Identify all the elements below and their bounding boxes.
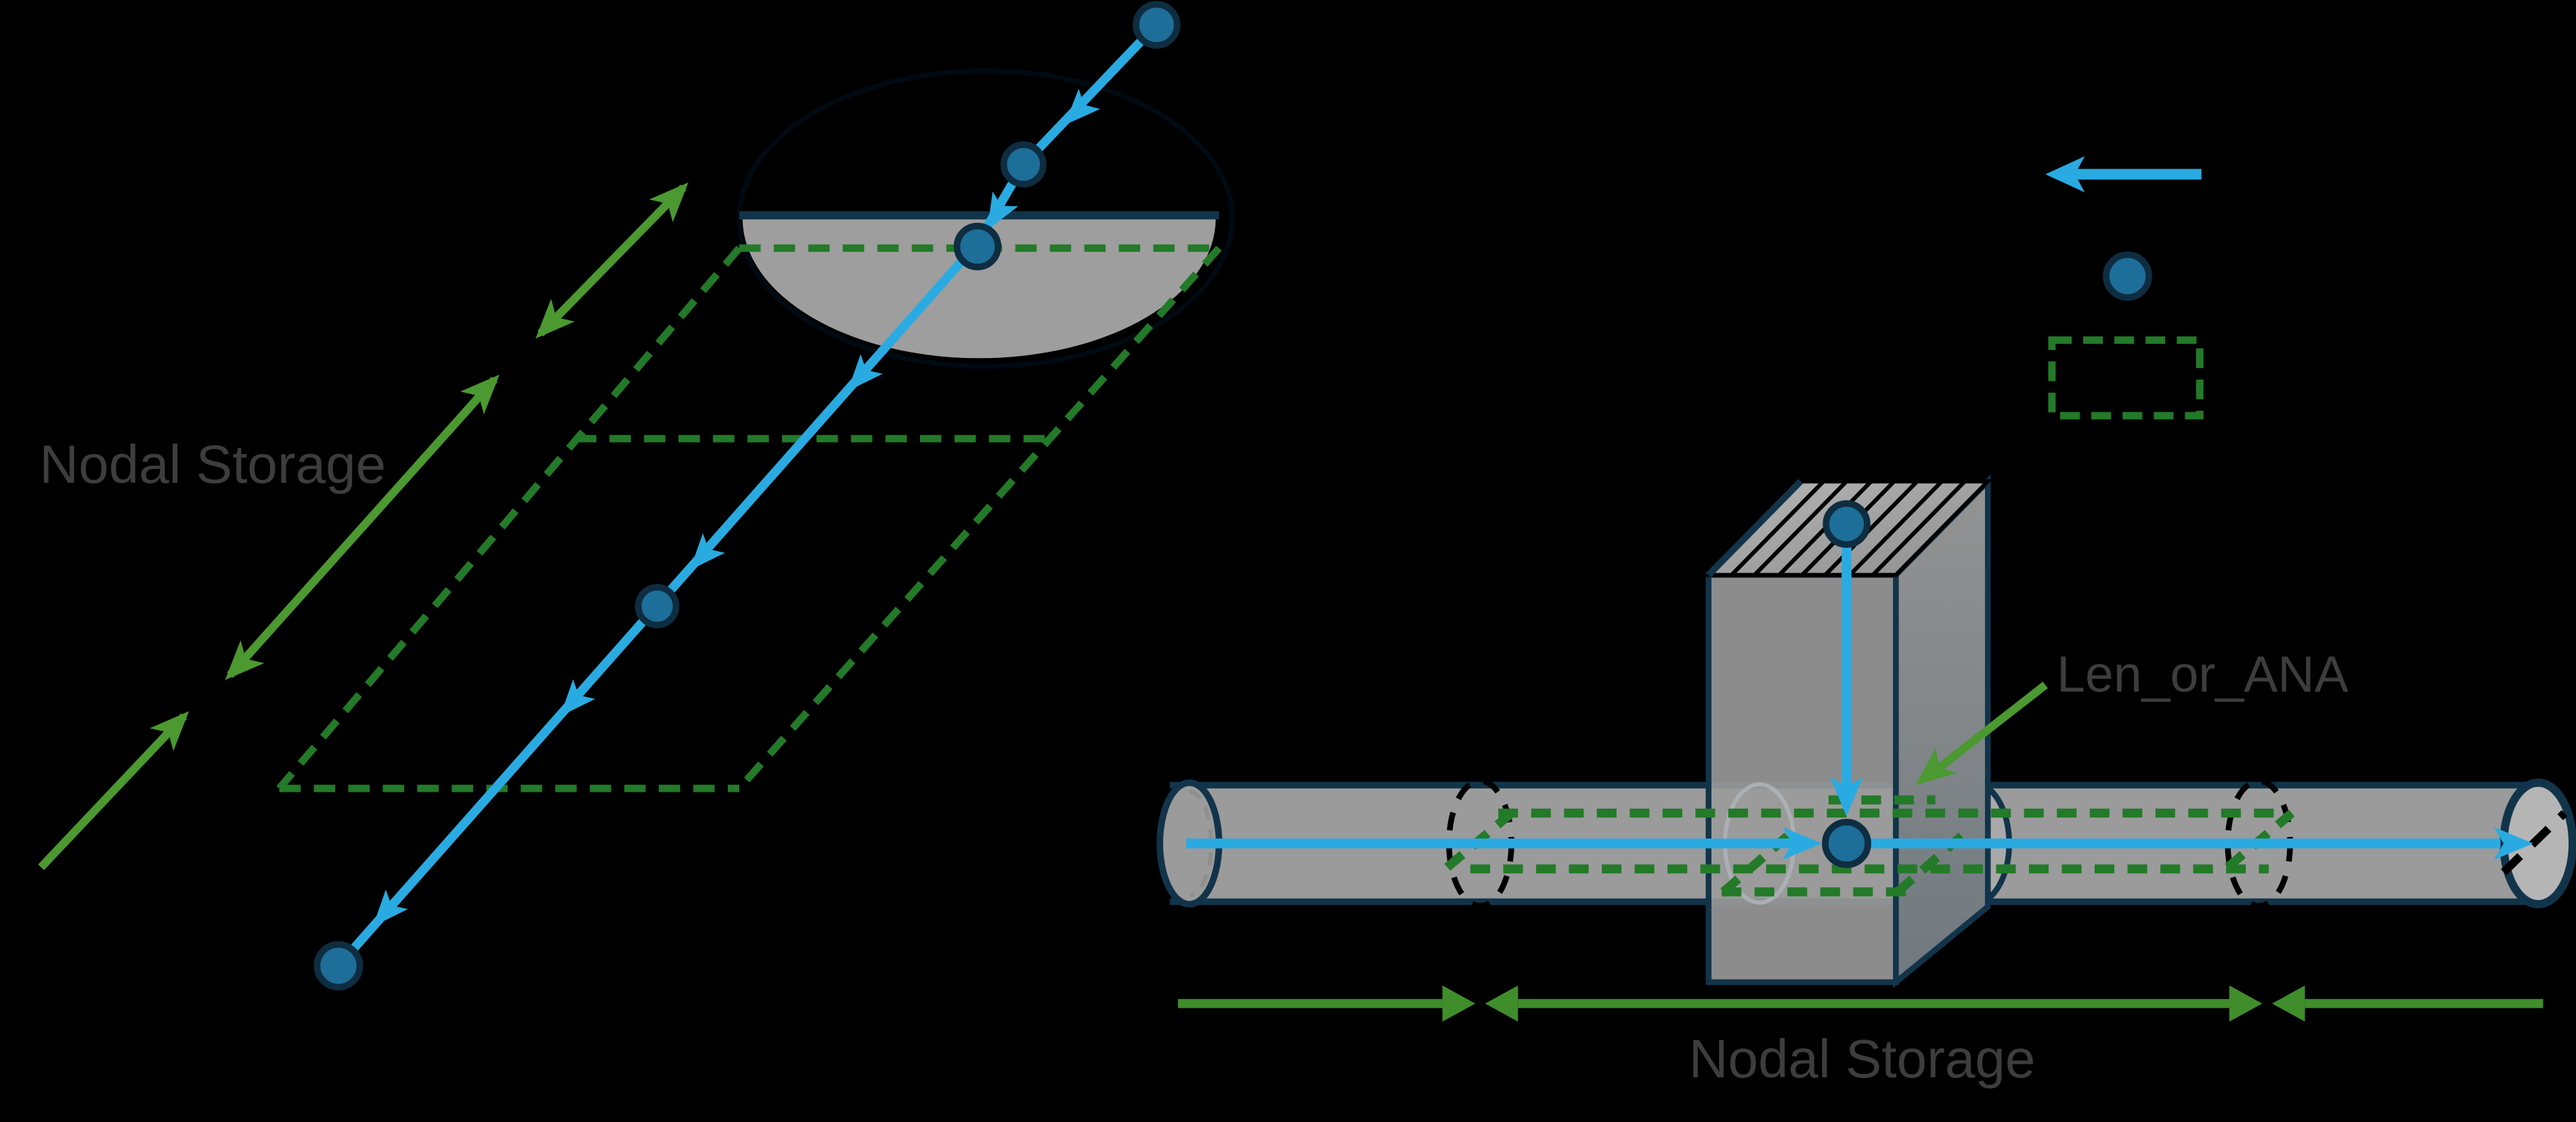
left-storage-label: Nodal Storage (39, 434, 386, 495)
dimension-arrowhead-icon (2272, 985, 2305, 1022)
trajectory-node-dot (953, 223, 1002, 271)
blue-arrowhead-icon (560, 679, 596, 717)
annotation-label: Len_or_ANA (2057, 646, 2349, 702)
endcap-dashed-diagonal (2500, 810, 2568, 876)
extent-arrow-mid-segment (227, 376, 498, 678)
box-top-node-dot (1822, 500, 1871, 548)
junction-node-dot (1822, 818, 1871, 868)
trajectory-node-dot (1133, 1, 1181, 49)
storage-plane-left-edge (276, 246, 743, 791)
blue-arrowhead-icon (2045, 156, 2085, 193)
extent-arrow-bottom-segment (38, 713, 188, 870)
legend-item-arrow (2045, 156, 2202, 193)
green-dashed-rect-icon (2048, 336, 2204, 420)
trajectory-node-dot (1000, 141, 1047, 187)
pipe-left-endcap-hidden-rim (1189, 789, 1213, 897)
blue-dot-icon (2103, 251, 2152, 301)
storage-plane-dashed (276, 244, 1222, 792)
blue-arrowhead-icon (1830, 777, 1863, 817)
box-top-left-edge (1706, 478, 1804, 578)
bottom-storage-label: Nodal Storage (1689, 1029, 2036, 1089)
trajectory-node-dot (634, 583, 680, 629)
right-panel: Len_or_ANA Nodal Storage (1156, 474, 2576, 1089)
blue-arrowhead-icon (1064, 88, 1101, 125)
green-arrowhead-icon (649, 182, 689, 223)
blue-arrowhead-icon (848, 354, 883, 391)
trajectory (313, 1, 1181, 991)
green-arrowhead-icon (536, 298, 575, 339)
green-arrowhead-icon (150, 711, 190, 751)
legend (2045, 156, 2204, 420)
storage-extent-arrows (38, 182, 689, 870)
dish-bowl (742, 219, 1216, 359)
blue-arrowhead-icon (987, 191, 1019, 231)
trajectory-node-dot (313, 941, 364, 991)
flow-arrows (1186, 500, 2533, 868)
blue-arrowhead-icon (2493, 827, 2533, 860)
green-arrowhead-icon (225, 640, 265, 680)
green-arrowhead-icon (460, 374, 500, 415)
dimension-arrowhead-icon (1442, 985, 1476, 1022)
extent-arrow-top-segment (538, 184, 686, 337)
green-arrowhead-icon (1915, 747, 1957, 786)
dimension-arrowhead-icon (1485, 985, 1519, 1022)
annotation-arrow-line (1931, 681, 2048, 776)
blue-arrowhead-icon (1782, 827, 1822, 860)
dimension-line (1177, 985, 2544, 1022)
dimension-arrowhead-icon (2229, 985, 2263, 1022)
left-panel: Nodal Storage (38, 1, 1235, 991)
storage-plane-right-edge (736, 246, 1222, 791)
blue-arrowhead-icon (690, 533, 725, 570)
blue-arrowhead-icon (372, 889, 408, 926)
box-front-face (1705, 572, 1899, 985)
